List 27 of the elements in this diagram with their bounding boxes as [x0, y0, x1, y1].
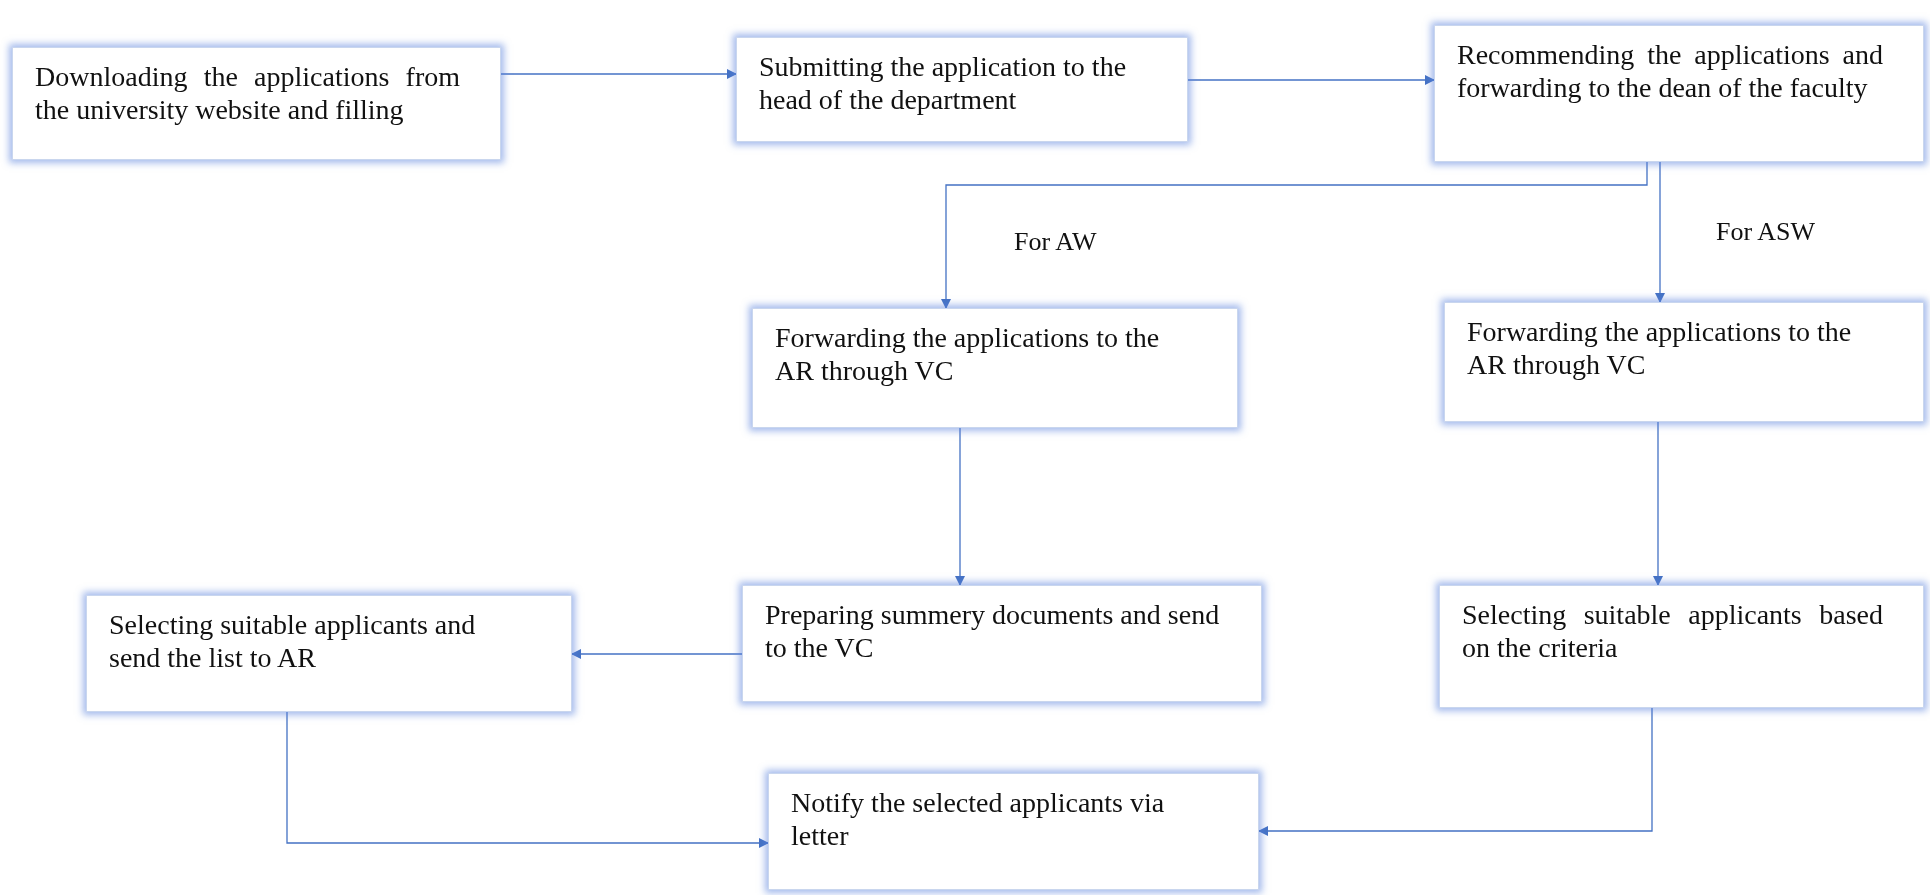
box-text: Preparing summery documents and send to the VC [765, 598, 1221, 664]
arrow [1653, 421, 1663, 586]
box-text: Selecting suitable applicants and send the list to AR [109, 608, 477, 674]
arrow [571, 649, 743, 659]
process-box [742, 585, 1262, 702]
box-text: Submitting the application to the head of the department [759, 50, 1128, 116]
arrow [1655, 161, 1665, 303]
process-box [12, 47, 501, 160]
arrow [286, 711, 769, 848]
arrow [1258, 707, 1653, 836]
box-text: Forwarding the applications to the AR through VC [775, 321, 1161, 387]
process-box [86, 595, 572, 712]
box-text: Notify the selected applicants via letter [791, 786, 1166, 852]
process-box [736, 37, 1188, 142]
arrow [1187, 75, 1435, 85]
arrow [955, 427, 965, 586]
arrow [500, 69, 737, 79]
process-box [752, 308, 1238, 428]
box-text: Recommending the applications and forwarding to the dean of the faculty [1457, 38, 1883, 104]
process-box [1444, 302, 1924, 422]
process-box [1439, 585, 1924, 708]
box-text: Downloading the applications from the university website and filling [35, 60, 460, 126]
arrow [941, 161, 1648, 309]
box-text: Forwarding the applications to the AR through VC [1467, 315, 1853, 381]
process-box [1434, 25, 1924, 162]
process-box [768, 773, 1259, 890]
box-text: Selecting suitable applicants based on the criteria [1462, 598, 1883, 664]
